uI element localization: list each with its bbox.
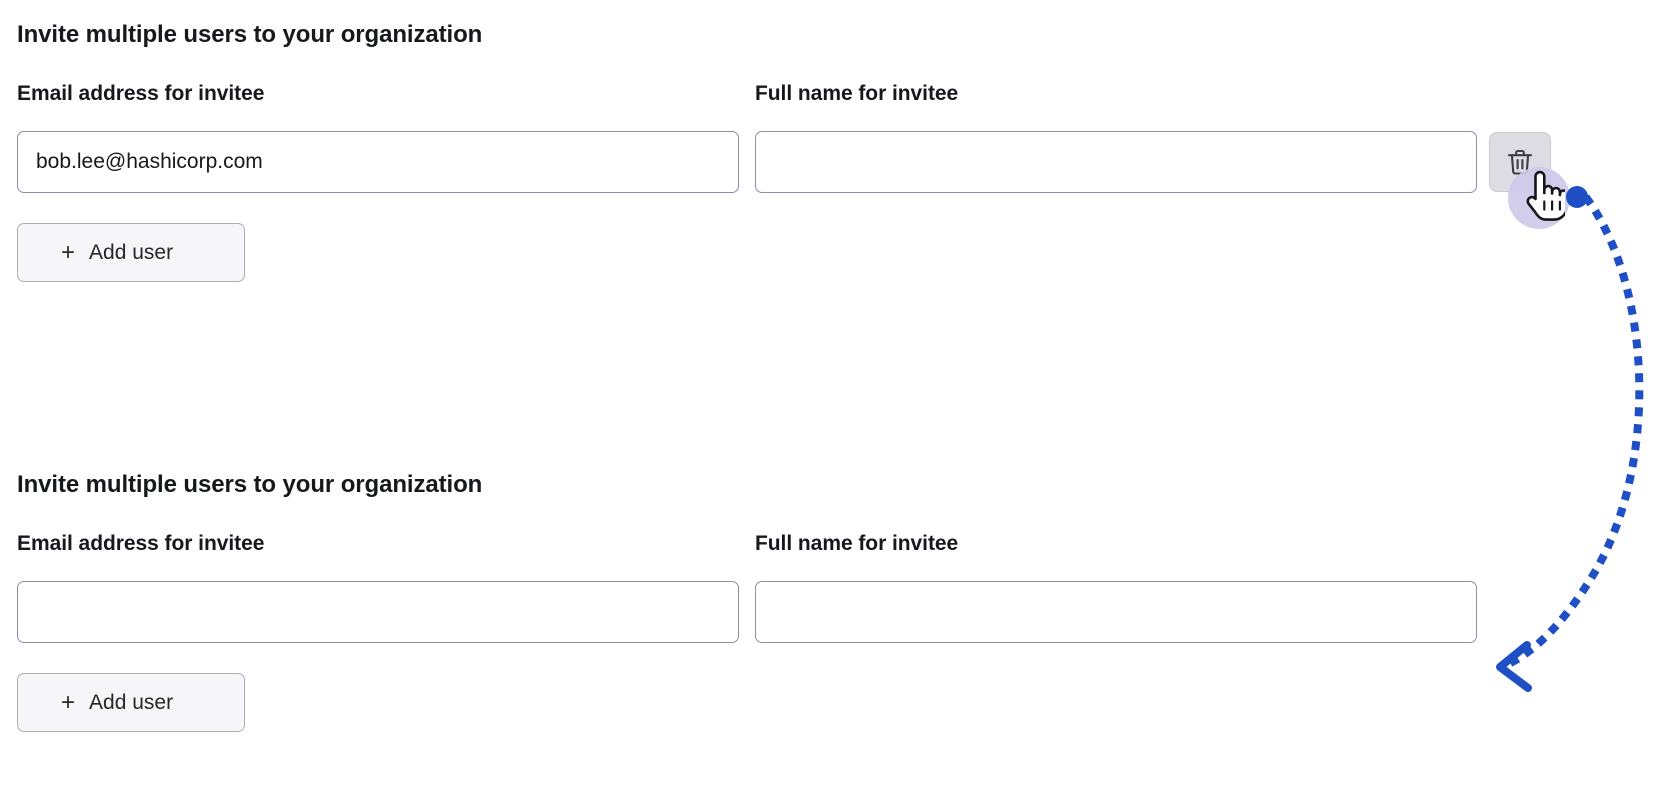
click-dot-marker [1566, 186, 1588, 208]
delete-row-button[interactable] [1489, 132, 1551, 192]
full-name-field-label: Full name for invitee [755, 82, 959, 105]
email-field-label: Email address for invitee [17, 82, 265, 105]
add-user-button[interactable]: + Add user [17, 673, 245, 732]
plus-icon: + [61, 688, 76, 716]
email-input[interactable] [17, 131, 739, 193]
full-name-input[interactable] [755, 581, 1477, 643]
add-user-button-label: Add user [89, 240, 174, 264]
add-user-button-label: Add user [89, 690, 174, 714]
email-field-label: Email address for invitee [17, 532, 265, 555]
full-name-input[interactable] [755, 131, 1477, 193]
trash-icon [1507, 148, 1533, 176]
arrow-head-left-icon [1496, 641, 1532, 692]
page-title: Invite multiple users to your organizati… [17, 21, 483, 48]
full-name-field-label: Full name for invitee [755, 532, 959, 555]
email-input[interactable] [17, 581, 739, 643]
plus-icon: + [61, 238, 76, 266]
add-user-button[interactable]: + Add user [17, 223, 245, 282]
page-title: Invite multiple users to your organizati… [17, 471, 483, 498]
